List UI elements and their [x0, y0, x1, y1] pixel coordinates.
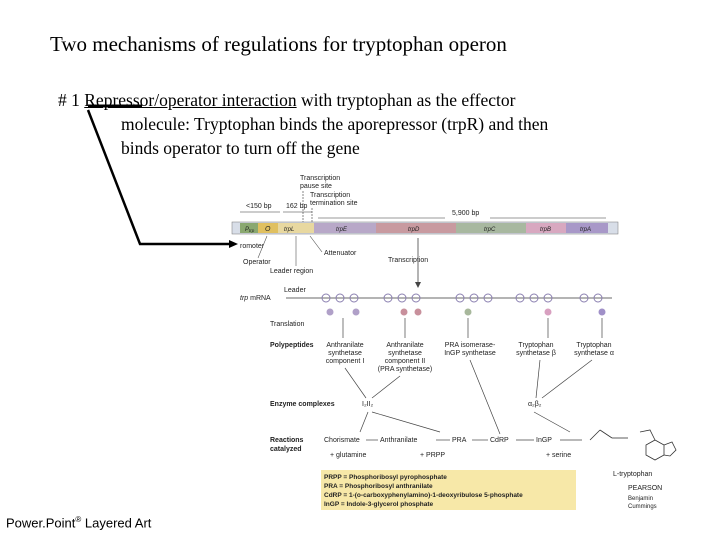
- bullet-point-1: # 1 Repressor/operator interaction with …: [58, 88, 658, 160]
- svg-text:L-tryptophan: L-tryptophan: [613, 471, 652, 478]
- label-attenuator: Attenuator: [324, 250, 357, 257]
- svg-text:Anthranilate: Anthranilate: [326, 342, 363, 349]
- svg-text:Ptrp: Ptrp: [245, 227, 255, 233]
- svg-text:Cummings: Cummings: [628, 504, 657, 510]
- reaction-arrows: [359, 411, 582, 441]
- label-translation: Translation: [270, 321, 304, 328]
- svg-text:InGP synthetase: InGP synthetase: [444, 350, 496, 357]
- label-pause-site: pause site: [300, 183, 332, 190]
- label-reactions: Reactions: [270, 437, 304, 444]
- svg-text:CdRP = 1-(o-carboxyphenylamino: CdRP = 1-(o-carboxyphenylamino)-1-deoxyr…: [324, 492, 523, 499]
- svg-text:trpL: trpL: [284, 227, 294, 233]
- svg-text:synthetase: synthetase: [388, 350, 422, 357]
- gene-trpe: [314, 223, 376, 233]
- svg-text:Benjamin: Benjamin: [628, 496, 653, 502]
- svg-text:InGP: InGP: [536, 437, 552, 444]
- operon-gene-bar: Ptrp O trpL trpE trpD trpC trpB trpA: [231, 221, 619, 235]
- svg-text:InGP = Indole-3-glycerol phos: InGP = Indole-3-glycerol phosphate: [324, 501, 434, 508]
- label-mrna: trp mRNA: [240, 295, 271, 302]
- proteins: [326, 308, 606, 316]
- footer-credit: Power.Point® Layered Art: [6, 515, 152, 531]
- label-complex1: I₂II₂: [362, 401, 374, 408]
- point-text-2: molecule: Tryptophan binds the aporepres…: [121, 114, 549, 134]
- gene-trpl: [278, 223, 314, 233]
- publisher-logo: PEARSON Benjamin Cummings: [628, 485, 662, 510]
- svg-text:+ glutamine: + glutamine: [330, 452, 366, 459]
- gene-trpc: [456, 223, 526, 233]
- gene-trpb: [526, 223, 566, 233]
- svg-text:trpC: trpC: [484, 227, 496, 233]
- label-operator: Operator: [243, 259, 271, 266]
- pointer-arrow: [86, 104, 238, 248]
- label-complex2: α₂β₂: [528, 401, 542, 408]
- svg-text:synthetase: synthetase: [328, 350, 362, 357]
- svg-text:synthetase β: synthetase β: [516, 350, 556, 357]
- svg-text:PRPP = Phosphoribosyl pyropho: PRPP = Phosphoribosyl pyrophosphate: [324, 474, 447, 481]
- label-enzyme-complexes: Enzyme complexes: [270, 401, 335, 408]
- svg-text:+ PRPP: + PRPP: [420, 452, 445, 459]
- svg-text:PRA = Phosphoribosyl anthran: PRA = Phosphoribosyl anthranilate: [324, 483, 433, 490]
- svg-text:Tryptophan: Tryptophan: [518, 342, 553, 349]
- gene-trpd: [376, 223, 456, 233]
- label-5900bp: 5,900 bp: [452, 210, 479, 217]
- svg-text:PRA isomerase-: PRA isomerase-: [445, 342, 496, 349]
- label-162bp: 162 bp: [286, 203, 308, 210]
- polypeptide-labels: Anthranilate synthetase component I Anth…: [326, 342, 614, 373]
- label-leader: Leader: [284, 287, 306, 294]
- label-transcription-term: Transcription: [310, 192, 350, 199]
- svg-text:component II: component II: [385, 358, 426, 365]
- svg-text:Tryptophan: Tryptophan: [576, 342, 611, 349]
- polypeptide-arrows: [342, 318, 603, 338]
- abbreviation-legend: PRPP = Phosphoribosyl pyrophosphate PRA …: [321, 470, 576, 510]
- label-termination-site: termination site: [310, 200, 358, 207]
- svg-text:(PRA synthetase): (PRA synthetase): [378, 366, 432, 373]
- svg-text:+ serine: + serine: [546, 452, 571, 459]
- ribosomes: [321, 293, 603, 303]
- label-promoter: romoter: [240, 243, 265, 250]
- svg-text:trpA: trpA: [580, 227, 591, 233]
- svg-text:Anthranilate: Anthranilate: [380, 437, 417, 444]
- point-number: # 1: [58, 90, 85, 110]
- svg-text:O: O: [265, 226, 271, 233]
- svg-text:trpE: trpE: [336, 227, 348, 233]
- tryptophan-structure: [589, 429, 677, 461]
- label-transcription: Transcription: [388, 257, 428, 264]
- svg-text:CdRP: CdRP: [490, 437, 509, 444]
- svg-text:synthetase α: synthetase α: [574, 350, 614, 357]
- label-150bp: <150 bp: [246, 203, 272, 210]
- label-leader-region: Leader region: [270, 268, 313, 275]
- slide-title: Two mechanisms of regulations for trypto…: [50, 32, 507, 56]
- svg-text:Anthranilate: Anthranilate: [386, 342, 423, 349]
- reaction-chain: Chorismate Anthranilate PRA CdRP InGP + …: [324, 437, 652, 478]
- gene-promoter: [240, 223, 258, 233]
- svg-text:PEARSON: PEARSON: [628, 485, 662, 492]
- label-transcription-pause: Transcription: [300, 175, 340, 182]
- gene-operator: [258, 223, 278, 233]
- svg-text:component I: component I: [326, 358, 365, 365]
- svg-text:Chorismate: Chorismate: [324, 437, 360, 444]
- svg-text:trpD: trpD: [408, 227, 420, 233]
- label-polypeptides: Polypeptides: [270, 342, 314, 349]
- gene-trpa: [566, 223, 608, 233]
- svg-text:trpB: trpB: [540, 227, 551, 233]
- point-text-3: binds operator to turn off the gene: [121, 138, 360, 158]
- svg-text:PRA: PRA: [452, 437, 467, 444]
- label-catalyzed: catalyzed: [270, 446, 302, 453]
- point-text-1: with tryptophan as the effector: [296, 90, 516, 110]
